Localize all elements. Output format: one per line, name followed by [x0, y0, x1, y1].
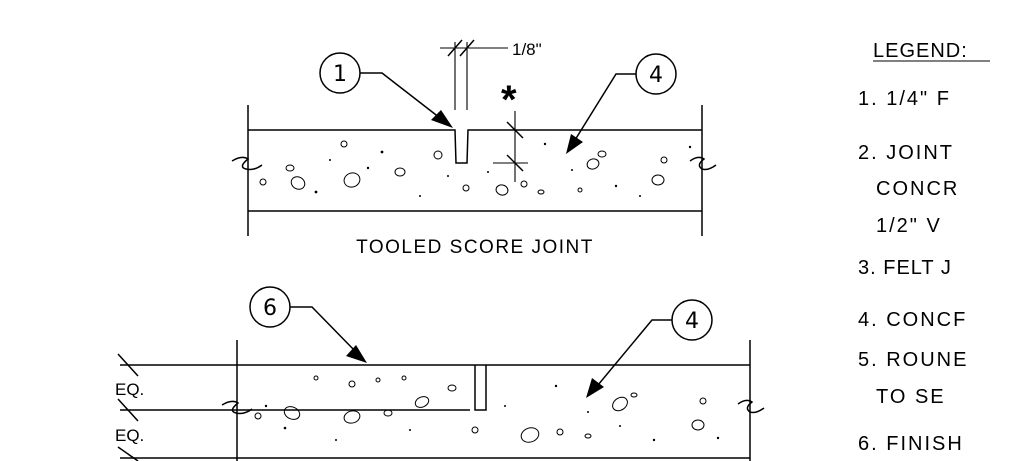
- legend-item-2: 2. JOINT: [858, 142, 954, 164]
- legend-item-1: 1. 1/4" F: [858, 88, 951, 110]
- top-slab-outline: [248, 129, 702, 164]
- callout-number-1: 1: [333, 62, 347, 87]
- callout-number-4-top: 4: [649, 63, 663, 88]
- legend: LEGEND: 1. 1/4" F 2. JOINT CONCR 1/2" V …: [858, 40, 990, 455]
- depth-tick-top: [506, 121, 524, 139]
- top-aggregate: [259, 140, 692, 197]
- callout-number-4-bottom: 4: [685, 309, 699, 334]
- bottom-joint-detail: EQ. EQ. 6 4: [115, 286, 765, 461]
- eq-tick-bottom: [117, 446, 139, 461]
- callout-arrowhead-4-top: [566, 134, 583, 154]
- dim-tick-left: [447, 39, 463, 57]
- legend-item-4: 4. CONCF: [858, 309, 967, 331]
- bottom-break-left: [221, 400, 253, 415]
- eq-tick-top: [117, 353, 139, 377]
- depth-tick-bottom: [506, 154, 524, 172]
- callout-leader-1: [360, 72, 441, 119]
- legend-item-2-line-3: 1/2" V: [876, 215, 942, 237]
- detail-title: TOOLED SCORE JOINT: [356, 237, 594, 258]
- top-break-left: [231, 156, 263, 171]
- asterisk-mark: *: [501, 78, 517, 122]
- callout-leader-4-top: [574, 73, 636, 141]
- eq-label-upper: EQ.: [115, 380, 144, 399]
- bottom-joint-groove: [474, 365, 487, 411]
- callout-leader-4-bottom: [597, 319, 672, 386]
- top-break-right: [689, 156, 717, 171]
- legend-item-5-line-2: TO SE: [876, 386, 946, 408]
- bottom-aggregate: [254, 375, 720, 443]
- callout-arrowhead-6: [346, 345, 367, 363]
- legend-item-3: 3. FELT J: [858, 257, 952, 279]
- bottom-break-right: [737, 399, 765, 414]
- callout-arrowhead-1: [431, 110, 453, 128]
- tooled-score-joint-detail: 1/8" * 1 4: [231, 39, 717, 258]
- callout-leader-6: [290, 306, 357, 353]
- callout-number-6: 6: [263, 296, 277, 321]
- dim-tick-right: [459, 39, 475, 57]
- legend-item-2-line-2: CONCR: [876, 178, 959, 200]
- legend-heading: LEGEND:: [873, 40, 968, 62]
- eq-tick-mid: [117, 398, 139, 422]
- callout-arrowhead-4-bottom: [586, 378, 604, 398]
- legend-item-5: 5. ROUNE: [858, 349, 968, 371]
- dim-label: 1/8": [512, 40, 542, 59]
- eq-label-lower: EQ.: [115, 426, 144, 445]
- legend-item-6: 6. FINISH: [858, 433, 964, 455]
